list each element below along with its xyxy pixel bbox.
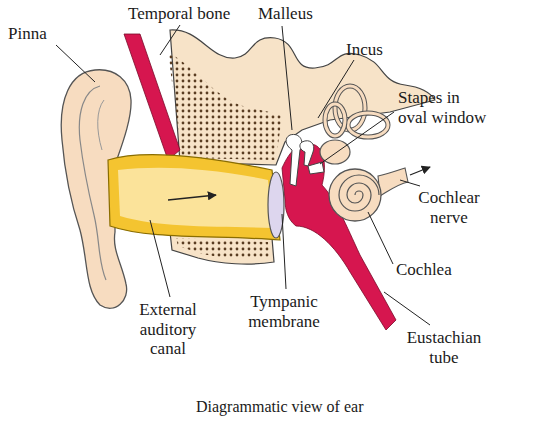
bone-dots	[176, 238, 270, 259]
leader-line	[160, 25, 180, 55]
cochlea-spiral	[339, 175, 379, 211]
auditory-canal-inner	[118, 168, 273, 228]
malleus	[286, 134, 302, 186]
part-label: Cochlear nerve	[408, 188, 490, 227]
figure-caption: Diagrammatic view of ear	[196, 398, 363, 416]
leader-line	[282, 214, 286, 289]
leader-line	[56, 45, 95, 82]
part-label: Tympanic membrane	[238, 292, 330, 331]
part-label: Pinna	[8, 24, 47, 44]
bone-dots	[168, 52, 282, 160]
cochlea	[329, 169, 381, 221]
part-label: Temporal bone	[128, 4, 230, 24]
semicircular-canal	[348, 113, 388, 137]
leader-line	[368, 212, 393, 264]
sound-arrow	[168, 195, 216, 200]
semicircular-canal	[325, 104, 345, 136]
incus	[300, 141, 314, 166]
part-label: Malleus	[258, 4, 313, 24]
leader-line	[150, 220, 170, 297]
bone-edge	[124, 34, 180, 160]
nerve-arrow	[410, 167, 430, 175]
leader-line	[320, 112, 394, 164]
part-label: Stapes in oval window	[398, 88, 490, 127]
auditory-canal	[108, 155, 280, 240]
leader-line	[282, 26, 292, 130]
part-label: Cochlea	[396, 260, 452, 280]
part-label: Incus	[346, 40, 383, 60]
semicircular-canal	[325, 104, 345, 136]
part-label: Eustachian tube	[398, 328, 490, 367]
cochlear-nerve	[378, 168, 408, 196]
pinna-fold	[98, 100, 104, 150]
part-label: External auditory canal	[132, 300, 204, 359]
stapes	[308, 162, 324, 174]
leader-line	[384, 292, 430, 325]
leader-line	[400, 180, 420, 186]
tympanic-membrane	[268, 172, 284, 238]
leader-line	[318, 60, 354, 118]
semicircular-canal	[348, 113, 388, 137]
pinna-fold	[79, 86, 106, 280]
